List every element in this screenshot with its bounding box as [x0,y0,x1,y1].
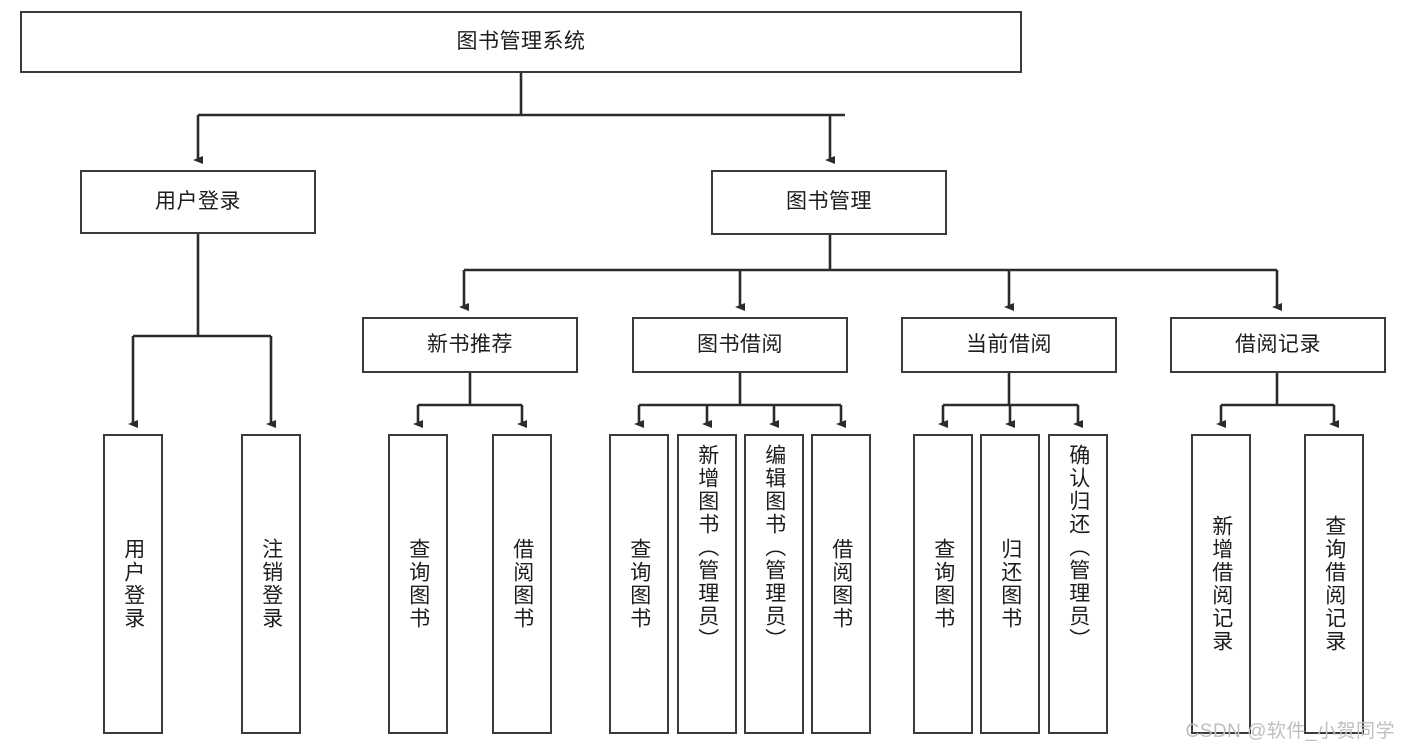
node-book-borrow[interactable]: 图书借阅 [632,317,848,373]
node-leaf-return-book-label: 归还图书 [998,538,1022,630]
node-leaf-add-record-label: 新增借阅记录 [1209,515,1233,653]
node-leaf-query-book-a-label: 查询图书 [406,538,430,630]
node-leaf-logout-label: 注销登录 [259,538,283,630]
node-book-manage[interactable]: 图书管理 [711,170,947,235]
node-borrow-record-label: 借阅记录 [1235,332,1321,356]
node-leaf-borrow-book-b[interactable]: 借阅图书 [811,434,871,734]
node-user-login[interactable]: 用户登录 [80,170,316,234]
node-leaf-user-login[interactable]: 用户登录 [103,434,163,734]
node-leaf-edit-book[interactable]: 编辑图书（管理员） [744,434,804,734]
node-book-manage-label: 图书管理 [786,190,872,214]
node-leaf-query-book-b[interactable]: 查询图书 [609,434,669,734]
node-new-book-rec-label: 新书推荐 [427,332,513,356]
watermark: CSDN @软件_小贺同学 [1185,721,1395,742]
node-root-label: 图书管理系统 [456,29,586,53]
node-leaf-user-login-label: 用户登录 [121,538,145,630]
node-leaf-add-book-label: 新增图书（管理员） [695,444,719,651]
node-current-borrow-label: 当前借阅 [966,332,1052,356]
node-leaf-logout[interactable]: 注销登录 [241,434,301,734]
node-new-book-rec[interactable]: 新书推荐 [362,317,578,373]
node-user-login-label: 用户登录 [155,189,241,213]
node-leaf-confirm-return-label: 确认归还（管理员） [1066,444,1090,651]
node-leaf-add-book[interactable]: 新增图书（管理员） [677,434,737,734]
node-leaf-add-record[interactable]: 新增借阅记录 [1191,434,1251,734]
node-borrow-record[interactable]: 借阅记录 [1170,317,1386,373]
node-leaf-query-book-a[interactable]: 查询图书 [388,434,448,734]
node-current-borrow[interactable]: 当前借阅 [901,317,1117,373]
node-leaf-query-book-b-label: 查询图书 [627,538,651,630]
node-leaf-query-record[interactable]: 查询借阅记录 [1304,434,1364,734]
node-book-borrow-label: 图书借阅 [697,332,783,356]
node-leaf-borrow-book-a-label: 借阅图书 [510,538,534,630]
node-leaf-query-book-c[interactable]: 查询图书 [913,434,973,734]
node-leaf-borrow-book-b-label: 借阅图书 [829,538,853,630]
node-leaf-query-record-label: 查询借阅记录 [1322,515,1346,653]
node-leaf-edit-book-label: 编辑图书（管理员） [762,444,786,651]
node-leaf-confirm-return[interactable]: 确认归还（管理员） [1048,434,1108,734]
node-root[interactable]: 图书管理系统 [20,11,1022,73]
node-leaf-query-book-c-label: 查询图书 [931,538,955,630]
node-leaf-borrow-book-a[interactable]: 借阅图书 [492,434,552,734]
node-leaf-return-book[interactable]: 归还图书 [980,434,1040,734]
